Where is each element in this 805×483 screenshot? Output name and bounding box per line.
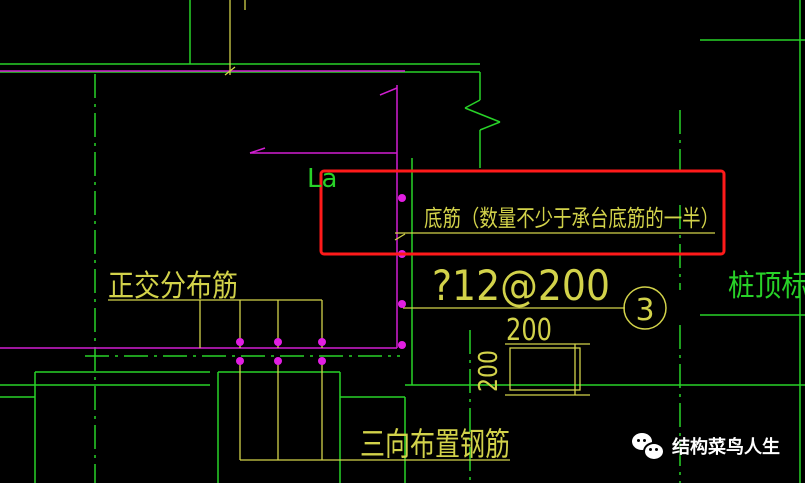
dimension-vertical-200: 200 <box>474 350 504 392</box>
three-way-rebar-label: 三向布置钢筋 <box>360 425 510 463</box>
rebar-mark-circle: 3 <box>623 286 667 330</box>
rebar-section-dots <box>236 194 406 365</box>
watermark: 结构菜鸟人生 <box>632 433 780 461</box>
rebar-spec-label: ?12@200 <box>432 261 610 310</box>
pile-top-label: 桩顶标 <box>728 269 805 304</box>
orthogonal-bar-label: 正交分布筋 <box>108 269 238 304</box>
wechat-icon <box>632 433 665 461</box>
highlight-box <box>319 169 726 256</box>
magenta-rebar-lines <box>0 70 405 349</box>
watermark-text: 结构菜鸟人生 <box>672 437 780 458</box>
dimension-horizontal-200: 200 <box>506 313 552 348</box>
svg-text:3: 3 <box>635 293 654 328</box>
la-label: La <box>307 164 337 194</box>
bottom-bar-note: 底筋（数量不少于承台底筋的一半） <box>424 206 719 232</box>
